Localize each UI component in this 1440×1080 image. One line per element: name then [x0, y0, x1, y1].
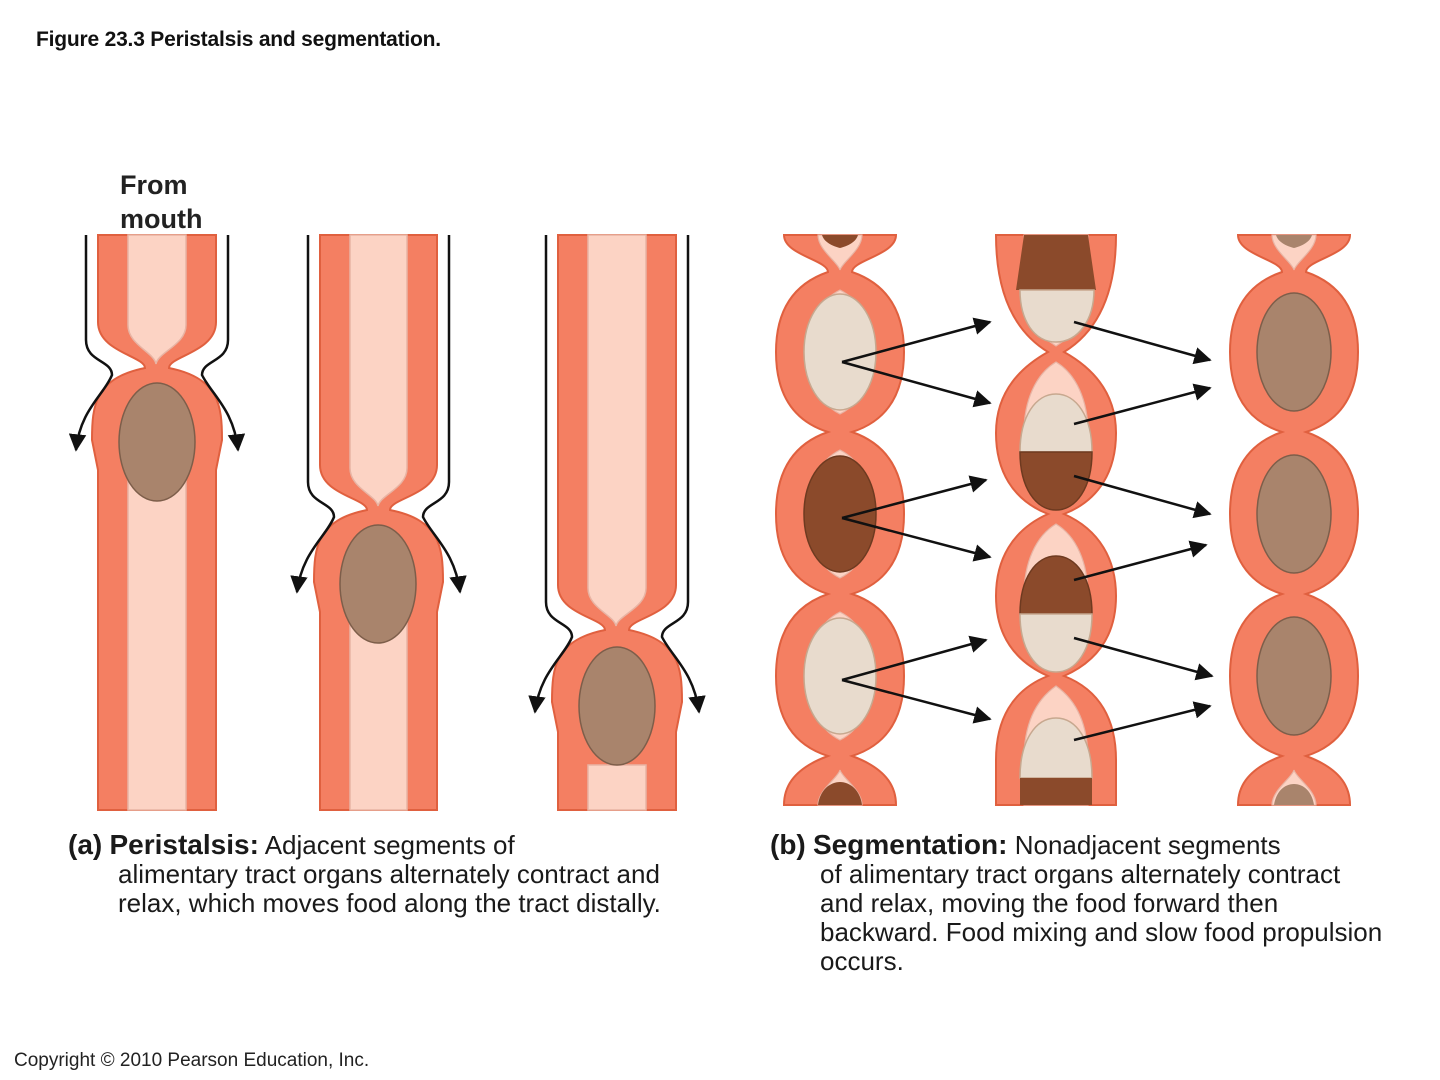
- copyright-notice: Copyright © 2010 Pearson Education, Inc.: [14, 1050, 370, 1071]
- segmentation-arrows: [841, 317, 1214, 742]
- segmentation-tube-2: [994, 234, 1118, 806]
- tube-1-lumen: [127, 234, 187, 811]
- food-bolus: [1256, 616, 1332, 736]
- peristalsis-tube-3: [528, 234, 706, 811]
- arrow-tube2-to-tube3: [1073, 636, 1214, 681]
- caption-a-tag: (a): [68, 829, 103, 860]
- peristalsis-tube-1: [68, 234, 246, 811]
- dark-food-bolus: [803, 455, 877, 573]
- arrow-tube2-to-tube3: [1073, 540, 1208, 582]
- flow-arrow-left: [528, 235, 574, 714]
- flow-arrow-right: [660, 235, 706, 714]
- dark-food-half: [1019, 451, 1093, 511]
- dark-food-half: [1019, 555, 1093, 615]
- light-food-half: [1019, 613, 1093, 673]
- arrow-tube2-to-tube3: [1073, 383, 1212, 426]
- food-bolus: [1256, 292, 1332, 412]
- food-bolus-top: [1276, 235, 1312, 248]
- dark-food-bottom: [818, 782, 862, 805]
- tube-2-wall: [312, 234, 445, 811]
- flow-arrow-left: [290, 235, 336, 594]
- food-bolus: [578, 646, 656, 766]
- dark-food-half: [1020, 778, 1092, 805]
- arrow-tube2-to-tube3: [1073, 474, 1212, 519]
- arrow-tube2-to-tube3: [1073, 701, 1212, 742]
- light-food-bolus: [803, 293, 877, 411]
- flow-arrow-right: [200, 235, 246, 452]
- food-bolus: [1256, 454, 1332, 574]
- from-label-line-1: From: [120, 170, 188, 200]
- peristalsis-tube-2: [290, 234, 467, 811]
- light-food-bolus: [803, 617, 877, 735]
- light-food-half: [1019, 393, 1093, 453]
- segmentation-tube-1: [774, 234, 906, 806]
- arrow-tube1-to-tube2: [841, 678, 992, 724]
- caption-a-text-first: Adjacent segments of: [264, 830, 515, 860]
- caption-a-text-rest: alimentary tract organs alternately cont…: [118, 859, 661, 918]
- seg-tube-2-wall: [994, 234, 1118, 806]
- from-mouth-label: From mouth: [120, 168, 202, 236]
- segmentation-tube-3: [1228, 234, 1360, 806]
- caption-b-text-first: Nonadjacent segments: [1014, 830, 1281, 860]
- flow-arrow-left: [68, 235, 114, 452]
- food-bolus: [339, 524, 417, 644]
- caption-b-heading: Segmentation:: [813, 829, 1008, 860]
- caption-b-first-line: (b) Segmentation: Nonadjacent segments: [770, 830, 1390, 860]
- caption-a-heading: Peristalsis:: [109, 829, 259, 860]
- caption-b-text-rest: of alimentary tract organs alternately c…: [820, 859, 1383, 976]
- dark-food-top: [822, 235, 858, 248]
- dark-food-half: [1016, 235, 1096, 290]
- caption-a-first-line: (a) Peristalsis: Adjacent segments of: [68, 830, 718, 860]
- from-label-line-2: mouth: [120, 204, 203, 234]
- light-food-half: [1019, 717, 1093, 779]
- arrow-tube1-to-tube2: [841, 317, 992, 364]
- seg-tube-3-lumen: [1271, 234, 1317, 806]
- caption-segmentation: (b) Segmentation: Nonadjacent segments o…: [770, 830, 1390, 976]
- flow-arrow-right: [421, 235, 467, 594]
- food-bolus: [118, 382, 196, 502]
- tube-3-lumen: [587, 234, 647, 811]
- figure-title: Figure 23.3 Peristalsis and segmentation…: [36, 28, 441, 51]
- food-bolus-bottom: [1274, 784, 1314, 805]
- caption-peristalsis: (a) Peristalsis: Adjacent segments of al…: [68, 830, 718, 918]
- caption-b-tag: (b): [770, 829, 806, 860]
- arrow-tube1-to-tube2: [841, 516, 992, 562]
- arrow-tube1-to-tube2: [841, 475, 988, 520]
- arrow-tube2-to-tube3: [1073, 320, 1212, 365]
- light-food-half: [1019, 289, 1095, 343]
- arrow-tube1-to-tube2: [841, 635, 988, 682]
- arrow-tube1-to-tube2: [841, 360, 992, 408]
